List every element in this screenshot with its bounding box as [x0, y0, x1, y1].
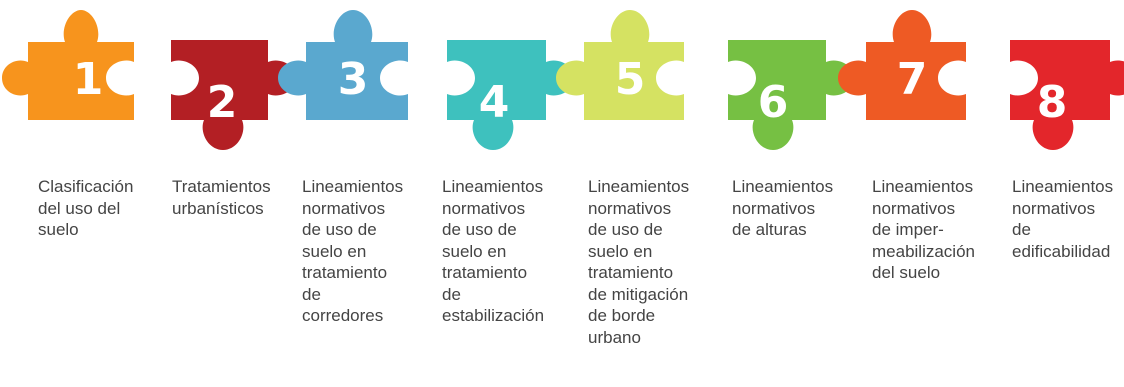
- step-number: 8: [1037, 77, 1068, 128]
- piece-shape: [556, 10, 684, 120]
- step-number: 3: [338, 54, 369, 105]
- step-number: 1: [73, 54, 104, 105]
- puzzle-piece-6: 6: [728, 40, 854, 150]
- step-label-1: Clasificación del uso del suelo: [38, 177, 134, 239]
- step-label-4: Lineamientos normativos de uso de suelo …: [442, 177, 545, 325]
- step-label-2: Tratamientos urbanísticos: [172, 177, 271, 218]
- step-label-7: Lineamientos normativos de imper- meabil…: [872, 177, 975, 282]
- puzzle-piece-7: 7: [838, 10, 966, 120]
- piece-shape: [171, 40, 296, 150]
- step-number: 2: [207, 77, 238, 128]
- puzzle-strip: 1 2 3 4 5 6 7 8: [2, 10, 1124, 150]
- piece-shape: [2, 10, 134, 120]
- puzzle-piece-3: 3: [278, 10, 408, 120]
- step-number: 7: [897, 54, 928, 105]
- step-label-5: Lineamientos normativos de uso de suelo …: [588, 177, 690, 347]
- puzzle-piece-1: 1: [2, 10, 134, 120]
- puzzle-piece-5: 5: [556, 10, 684, 120]
- piece-shape: [1010, 40, 1124, 150]
- puzzle-piece-2: 2: [171, 40, 296, 150]
- puzzle-piece-4: 4: [447, 40, 574, 150]
- piece-shape: [728, 40, 854, 150]
- step-number: 5: [615, 54, 646, 105]
- piece-shape: [838, 10, 966, 120]
- piece-shape: [447, 40, 574, 150]
- step-number: 6: [758, 77, 789, 128]
- piece-shape: [278, 10, 408, 120]
- step-label-8: Lineamientos normativos de edificabilida…: [1012, 177, 1114, 261]
- step-label-6: Lineamientos normativos de alturas: [732, 177, 834, 239]
- step-number: 4: [479, 77, 510, 128]
- puzzle-piece-8: 8: [1010, 40, 1124, 150]
- step-label-3: Lineamientos normativos de uso de suelo …: [302, 177, 404, 325]
